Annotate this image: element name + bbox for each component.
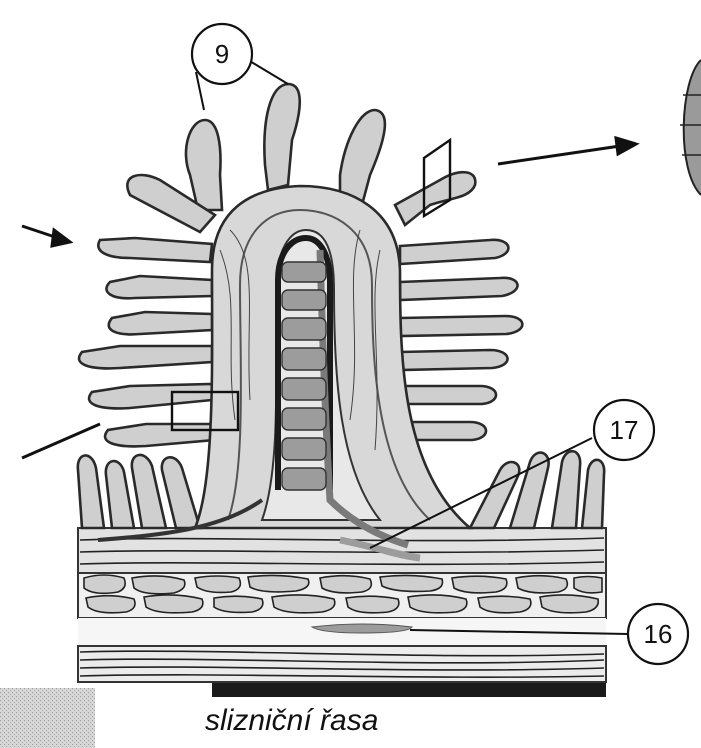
adjacent-structure xyxy=(680,60,701,195)
caption: slizniční řasa xyxy=(205,704,378,737)
label-9-text: 9 xyxy=(215,39,229,69)
gray-swatch xyxy=(0,688,95,748)
label-17-text: 17 xyxy=(610,415,639,445)
base-layers xyxy=(78,528,606,697)
label-16-text: 16 xyxy=(644,619,673,649)
